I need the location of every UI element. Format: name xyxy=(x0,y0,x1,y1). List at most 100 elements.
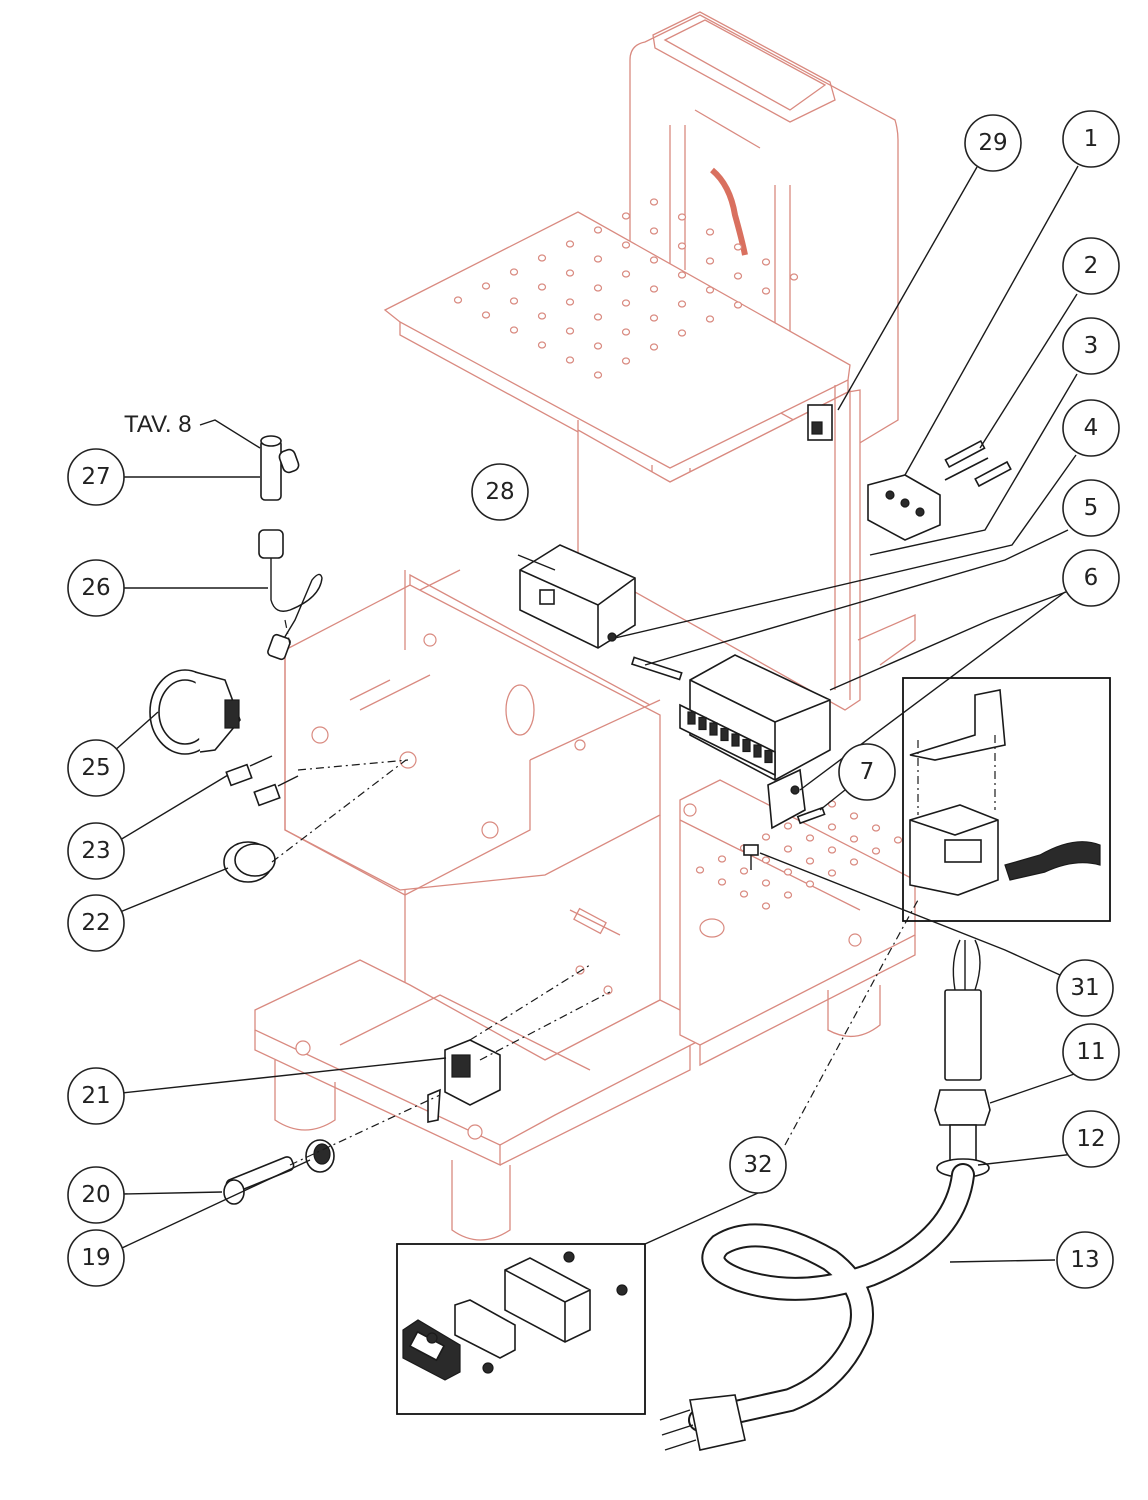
tray-hole xyxy=(621,212,631,220)
tray-hole xyxy=(537,283,547,291)
tray-hole xyxy=(649,198,659,206)
grille-hole xyxy=(849,835,859,843)
grille-hole xyxy=(827,869,837,877)
callout-11[interactable]: 11 xyxy=(1062,1023,1120,1081)
tray-hole xyxy=(481,311,491,319)
callout-7[interactable]: 7 xyxy=(838,743,896,801)
grille-hole xyxy=(871,847,881,855)
svg-text:19: 19 xyxy=(81,1245,110,1271)
grille-hole xyxy=(761,879,771,887)
tray-hole xyxy=(621,270,631,278)
grille-hole xyxy=(849,858,859,866)
tray-hole xyxy=(677,300,687,308)
side-frame xyxy=(284,569,661,896)
callout-22[interactable]: 22 xyxy=(67,894,125,952)
callout-25[interactable]: 25 xyxy=(67,739,125,797)
tray-hole xyxy=(649,343,659,351)
tray-hole xyxy=(593,371,603,379)
rear-wall xyxy=(577,385,861,711)
grille-hole xyxy=(805,880,815,888)
part-13-power-cord xyxy=(659,1163,975,1451)
controller-terminal xyxy=(764,749,773,764)
tray-hole xyxy=(565,240,575,248)
svg-text:1: 1 xyxy=(1084,126,1099,152)
grille-hole xyxy=(805,857,815,865)
tray-hole xyxy=(677,329,687,337)
callout-29[interactable]: 29 xyxy=(964,114,1022,172)
controller-terminal xyxy=(720,727,729,742)
part-11-cable-gland xyxy=(934,939,991,1176)
tray-hole xyxy=(649,227,659,235)
controller-terminal xyxy=(709,722,718,736)
tray-hole xyxy=(733,272,743,280)
svg-text:6: 6 xyxy=(1084,565,1099,591)
callout-20[interactable]: 20 xyxy=(67,1166,125,1224)
callout-31[interactable]: 31 xyxy=(1056,959,1114,1017)
tray-hole xyxy=(565,298,575,306)
callout-12[interactable]: 12 xyxy=(1062,1110,1120,1168)
part-28-box xyxy=(519,544,636,649)
callout-28[interactable]: 28 xyxy=(471,463,529,521)
callout-3[interactable]: 3 xyxy=(1062,317,1120,375)
grille-hole xyxy=(761,856,771,864)
tray-hole xyxy=(705,315,715,323)
tray-hole xyxy=(537,312,547,320)
callout-4[interactable]: 4 xyxy=(1062,399,1120,457)
part-23-connectors xyxy=(225,755,299,807)
svg-text:26: 26 xyxy=(81,575,110,601)
part-27-fitting xyxy=(260,435,300,501)
tray-hole xyxy=(509,297,519,305)
svg-text:22: 22 xyxy=(81,910,110,936)
callout-21[interactable]: 21 xyxy=(67,1067,125,1125)
tray-hole xyxy=(649,256,659,264)
svg-text:28: 28 xyxy=(485,479,514,505)
grille-hole xyxy=(783,891,793,899)
controller-terminal xyxy=(698,716,707,731)
callout-27[interactable]: 27 xyxy=(67,448,125,506)
grille-hole xyxy=(849,812,859,820)
svg-text:29: 29 xyxy=(978,130,1007,156)
svg-text:13: 13 xyxy=(1070,1247,1099,1273)
tray-hole xyxy=(733,243,743,251)
part-29-clip xyxy=(807,404,833,441)
svg-text:12: 12 xyxy=(1076,1126,1105,1152)
svg-text:11: 11 xyxy=(1076,1039,1105,1065)
callout-13[interactable]: 13 xyxy=(1056,1231,1114,1289)
tray-hole xyxy=(621,328,631,336)
tray-hole xyxy=(453,296,463,304)
tray-hole xyxy=(733,301,743,309)
controller-terminal xyxy=(731,733,740,747)
svg-text:20: 20 xyxy=(81,1182,110,1208)
base-tray xyxy=(254,959,722,1241)
tray-hole xyxy=(705,257,715,265)
tray-hole xyxy=(593,342,603,350)
grille-hole xyxy=(783,822,793,830)
tray-hole xyxy=(593,284,603,292)
callout-1[interactable]: 1 xyxy=(1062,110,1120,168)
part-31-screw xyxy=(743,844,759,870)
callout-5[interactable]: 5 xyxy=(1062,479,1120,537)
svg-text:3: 3 xyxy=(1084,333,1099,359)
callout-26[interactable]: 26 xyxy=(67,559,125,617)
grille-hole xyxy=(717,878,727,886)
tray-hole xyxy=(565,327,575,335)
tray-hole xyxy=(621,299,631,307)
svg-text:32: 32 xyxy=(743,1152,772,1178)
svg-text:31: 31 xyxy=(1070,975,1099,1001)
grille-hole xyxy=(827,823,837,831)
svg-text:21: 21 xyxy=(81,1083,110,1109)
callouts: 29 1 2 3 4 5 6 7 31 11 12 13 32 27 28 26… xyxy=(67,110,1120,1289)
callout-32[interactable]: 32 xyxy=(729,1136,787,1194)
callout-2[interactable]: 2 xyxy=(1062,237,1120,295)
tray-hole xyxy=(789,273,799,281)
tray-hole xyxy=(677,213,687,221)
callout-6[interactable]: 6 xyxy=(1062,549,1120,607)
tray-hole xyxy=(621,241,631,249)
tray-hole xyxy=(677,242,687,250)
part-26-tube xyxy=(258,529,323,661)
svg-text:5: 5 xyxy=(1084,495,1099,521)
base-grille xyxy=(679,614,916,1067)
callout-23[interactable]: 23 xyxy=(67,822,125,880)
grille-hole xyxy=(783,845,793,853)
callout-19[interactable]: 19 xyxy=(67,1229,125,1287)
